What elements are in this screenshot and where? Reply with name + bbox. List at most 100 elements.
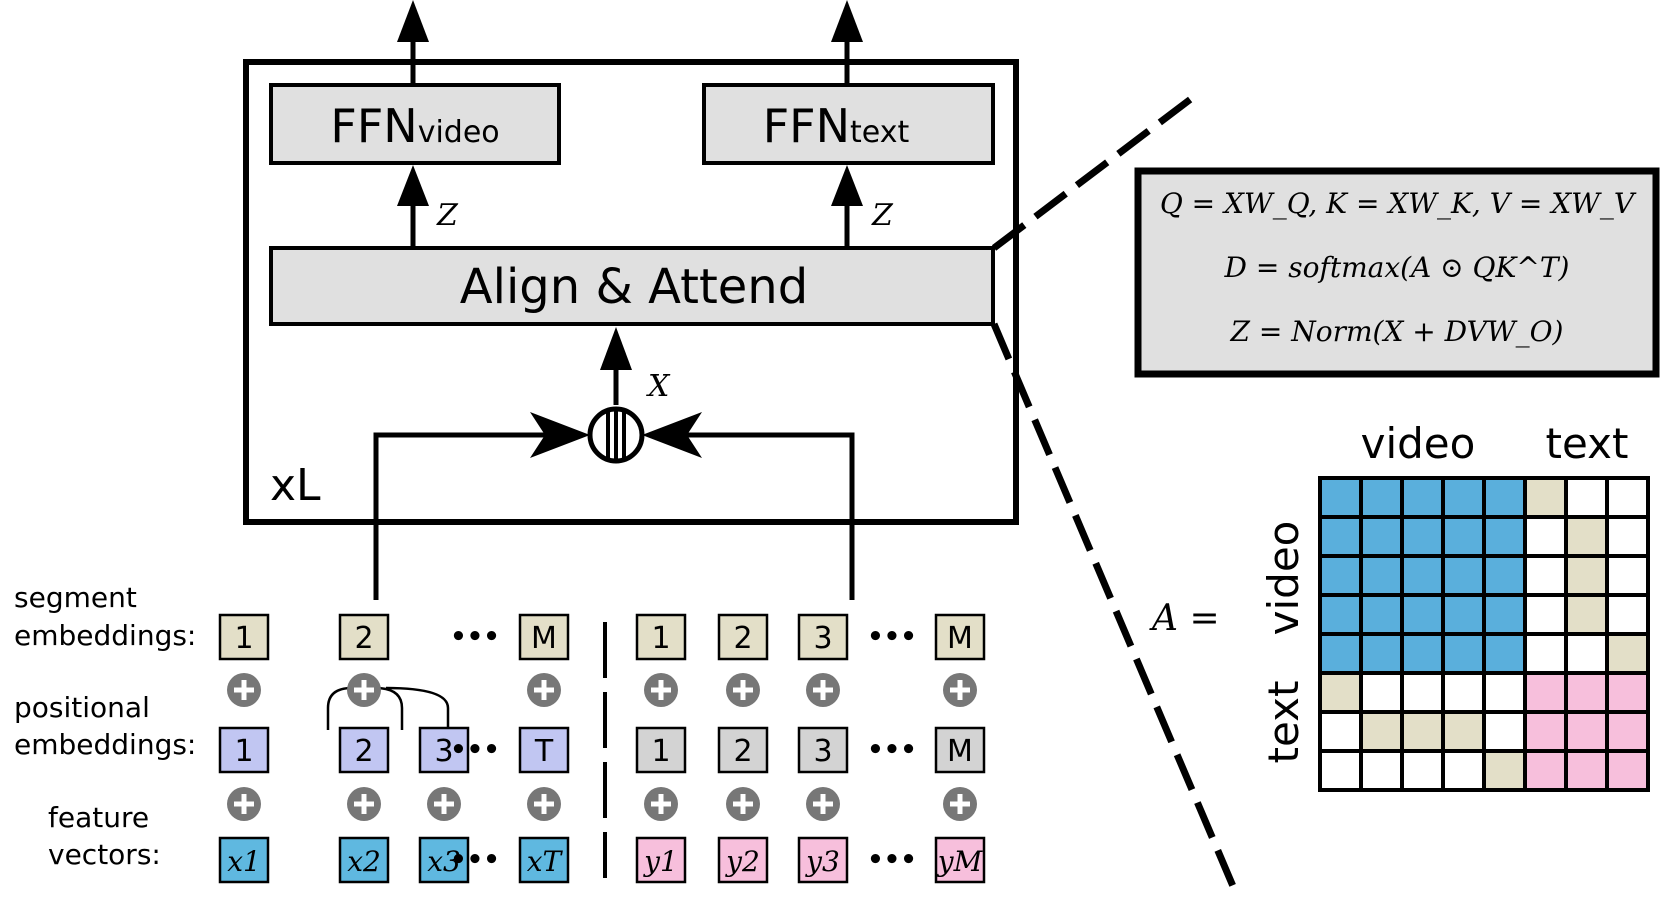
matrix-cell (1318, 554, 1363, 597)
segment-text-token-label: 2 (733, 621, 752, 656)
matrix-cell (1482, 710, 1527, 753)
matrix-col-header-video: video (1361, 419, 1476, 468)
matrix-cell (1359, 710, 1404, 753)
feature-video-token-box (218, 836, 270, 884)
matrix-cell (1359, 554, 1404, 597)
matrix-row-header-video: video (1259, 521, 1308, 636)
matrix-cell (1523, 593, 1568, 636)
plus-icon (726, 673, 760, 707)
feature-video-token-box (518, 836, 570, 884)
plus-icon (227, 673, 261, 707)
positional-video-token-label: T (534, 734, 554, 769)
feature-text-token-box (635, 836, 687, 884)
matrix-cell (1523, 671, 1568, 714)
matrix-cell (1441, 632, 1486, 675)
equation-line-1: Q = XW_Q, K = XW_K, V = XW_V (1160, 187, 1637, 220)
feature-video-token-box (338, 836, 390, 884)
matrix-cell (1605, 632, 1650, 675)
plus-icon (644, 673, 678, 707)
matrix-cell (1359, 749, 1404, 792)
ffn-text-label: FFNtext (763, 99, 910, 153)
segment-label-2: embeddings: (14, 619, 196, 652)
positional-text-token-label: 1 (651, 734, 670, 769)
plus-icon (943, 787, 977, 821)
feature-video-token-label: x1 (227, 845, 261, 878)
positional-text-token-box (635, 726, 687, 774)
ffn-video-label: FFNvideo (330, 99, 499, 153)
matrix-cell (1441, 593, 1486, 636)
matrix-cell (1564, 476, 1609, 519)
segment-video-token-label: 2 (354, 621, 373, 656)
matrix-cell (1564, 632, 1609, 675)
matrix-cell (1441, 476, 1486, 519)
matrix-cell (1359, 593, 1404, 636)
feature-text-token-label: y2 (724, 845, 760, 878)
output-arrow-video (397, 0, 429, 85)
z-label-text: Z (871, 198, 894, 233)
matrix-cell (1441, 671, 1486, 714)
output-arrow-text (831, 0, 863, 85)
segment-label-1: segment (14, 581, 137, 614)
matrix-cell (1400, 515, 1445, 558)
matrix-cell (1400, 671, 1445, 714)
matrix-cell (1359, 632, 1404, 675)
matrix-cell (1482, 632, 1527, 675)
matrix-cell (1318, 593, 1363, 636)
matrix-cell (1523, 632, 1568, 675)
matrix-cell (1523, 515, 1568, 558)
feature-video-token-label: x3 (427, 845, 461, 878)
matrix-cell (1318, 476, 1363, 519)
segment-text-ellipsis: ••• (867, 622, 917, 652)
matrix-cell (1441, 710, 1486, 753)
attention-matrix-grid (1318, 476, 1650, 792)
segment-video-ellipsis: ••• (450, 622, 500, 652)
x-arrow (600, 327, 632, 405)
matrix-cell (1564, 593, 1609, 636)
feature-text-token-box (934, 836, 986, 884)
feature-text-ellipsis: ••• (867, 845, 917, 875)
positional-text-token-label: M (947, 734, 973, 769)
ffn-text-box (702, 83, 995, 165)
matrix-cell (1605, 671, 1650, 714)
z-arrow-text (831, 165, 863, 248)
positional-text-ellipsis: ••• (867, 735, 917, 765)
plus-icon (943, 673, 977, 707)
matrix-cell (1605, 710, 1650, 753)
transformer-block (243, 59, 1019, 525)
plus-icon (427, 787, 461, 821)
plus-icon (644, 787, 678, 821)
matrix-cell (1605, 593, 1650, 636)
plus-icon (527, 787, 561, 821)
positional-label-2: embeddings: (14, 728, 196, 761)
matrix-cell (1605, 554, 1650, 597)
repeat-label: xL (270, 460, 321, 511)
matrix-cell (1359, 476, 1404, 519)
matrix-cell (1564, 710, 1609, 753)
matrix-cell (1523, 554, 1568, 597)
matrix-cell (1441, 515, 1486, 558)
matrix-cell (1482, 593, 1527, 636)
matrix-cell (1605, 749, 1650, 792)
positional-video-token-label: 3 (434, 734, 453, 769)
plus-icon (806, 673, 840, 707)
segment-text-token-label: 3 (813, 621, 832, 656)
matrix-cell (1523, 476, 1568, 519)
matrix-cell (1400, 749, 1445, 792)
matrix-cell (1318, 671, 1363, 714)
text-input-line (642, 412, 855, 600)
align-attend-label: Align & Attend (460, 259, 808, 315)
positional-text-token-box (934, 726, 986, 774)
z-label-video: Z (436, 198, 459, 233)
feature-text-token-box (797, 836, 849, 884)
feature-text-token-label: yM (936, 845, 984, 878)
equation-line-2: D = softmax(A ⊙ QK^T) (1224, 251, 1570, 284)
x-label: X (646, 369, 671, 404)
segment-text-token-label: M (947, 621, 973, 656)
matrix-cell (1318, 515, 1363, 558)
matrix-col-header-text: text (1546, 419, 1629, 468)
plus-icon (347, 673, 381, 707)
segment-video-token-label: M (531, 621, 557, 656)
plus-icon (806, 787, 840, 821)
feature-label-2: vectors: (48, 838, 161, 871)
z-arrow-video (397, 165, 429, 248)
